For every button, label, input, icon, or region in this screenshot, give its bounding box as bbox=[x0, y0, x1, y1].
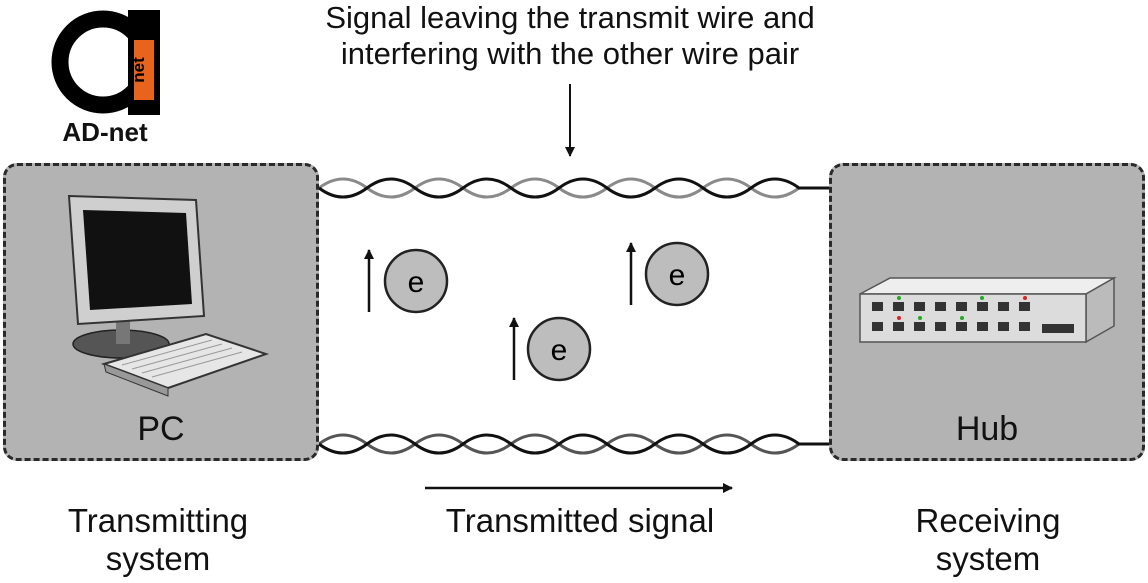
transmitting-system-caption: Transmitting system bbox=[0, 502, 316, 578]
receiving-system-box bbox=[829, 163, 1145, 461]
adnet-logo-text: AD-net bbox=[62, 117, 148, 147]
transmitting-caption-line-1: Transmitting bbox=[67, 502, 249, 539]
interference-caption-line-2: interfering with the other wire pair bbox=[340, 35, 800, 71]
electron-label: e bbox=[408, 266, 425, 299]
electron-label: e bbox=[669, 259, 686, 292]
electron-3: e bbox=[626, 241, 710, 307]
interference-caption-line-1: Signal leaving the transmit wire and bbox=[325, 0, 815, 35]
hub-label: Hub bbox=[955, 410, 1019, 448]
upper-twisted-pair bbox=[318, 177, 829, 199]
adnet-logo-mark: net bbox=[51, 10, 160, 115]
interference-caption: Signal leaving the transmit wire and int… bbox=[230, 0, 910, 71]
electron-1: e bbox=[364, 248, 449, 314]
pc-computer-icon bbox=[67, 194, 270, 397]
transmitting-caption-line-2: system bbox=[105, 539, 211, 577]
receiving-caption-line-1: Receiving bbox=[915, 502, 1061, 539]
electron-label: e bbox=[551, 334, 568, 367]
lower-twisted-pair bbox=[318, 433, 829, 455]
pc-label: PC bbox=[137, 410, 185, 448]
logo-mark-text: net bbox=[129, 57, 148, 83]
electron-2: e bbox=[509, 316, 592, 382]
receiving-system-caption: Receiving system bbox=[830, 502, 1146, 578]
network-hub-icon bbox=[859, 276, 1117, 344]
transmitting-system-box bbox=[3, 163, 319, 461]
transmitted-signal-label: Transmitted signal bbox=[445, 502, 715, 539]
receiving-caption-line-2: system bbox=[935, 539, 1041, 577]
